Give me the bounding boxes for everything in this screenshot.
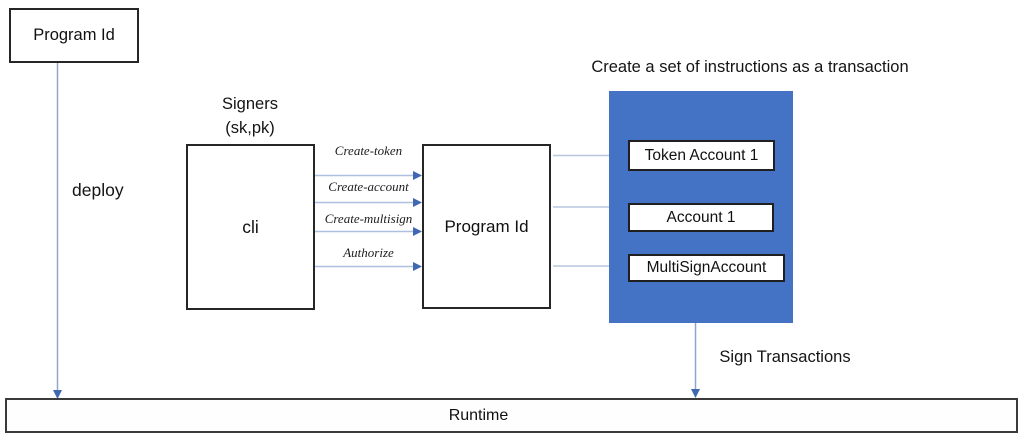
program-id-label: Program Id [444,216,529,236]
arrowhead-icon [413,198,422,207]
program-id-top-box: Program Id [9,8,139,63]
sign-transactions-label: Sign Transactions [719,348,851,366]
transaction-title: Create a set of instructions as a transa… [591,58,909,76]
arrowhead-icon [413,262,422,271]
signers-keys: (sk,pk) [225,119,275,137]
runtime-label: Runtime [448,406,509,424]
account-label: Account 1 [666,208,736,226]
cli-label: cli [242,216,259,237]
multisign-account-label: MultiSignAccount [646,259,767,276]
instruction-label-create-multisign: Create-multisign [324,211,413,226]
instruction-label-create-token: Create-token [334,143,403,158]
multisign-account-box: MultiSignAccount [628,254,785,282]
arrowhead-icon [413,171,422,180]
signers-label: Signers (sk,pk) [195,92,305,140]
instruction-label-create-account: Create-account [328,179,409,194]
account-box: Account 1 [628,203,774,232]
instruction-label-authorize: Authorize [343,245,394,260]
deploy-arrowhead-icon [53,390,62,399]
signers-title: Signers [222,95,278,113]
cli-box: cli [186,144,315,310]
program-id-top-label: Program Id [33,26,115,44]
token-account-box: Token Account 1 [628,140,775,171]
sign-transactions-arrowhead-icon [691,389,700,398]
arrowhead-icon [413,227,422,236]
program-id-box: Program Id [422,144,551,309]
runtime-box: Runtime [5,398,1018,433]
token-account-label: Token Account 1 [644,146,759,164]
deploy-label: deploy [72,180,124,200]
